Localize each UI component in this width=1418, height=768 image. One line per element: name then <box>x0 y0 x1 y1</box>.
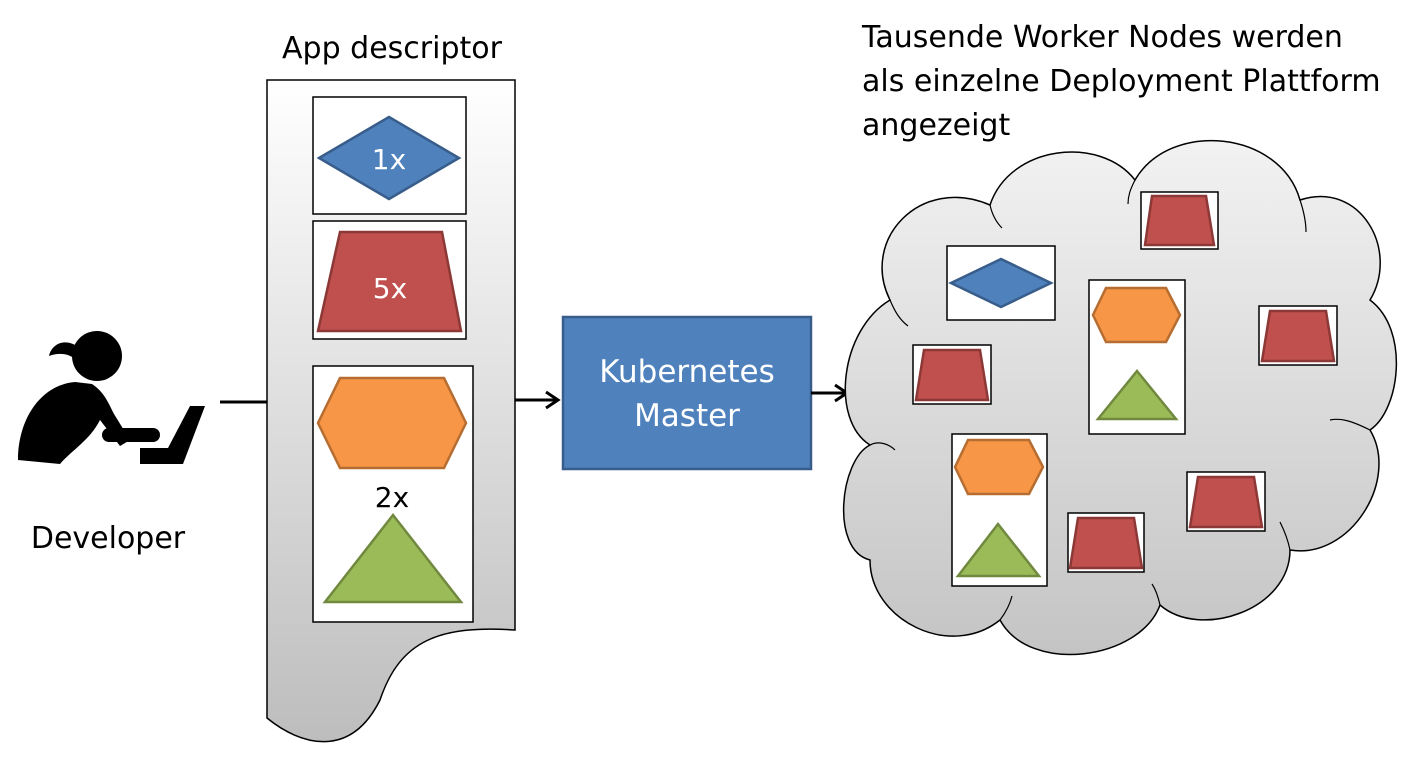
worker-node <box>951 433 1048 587</box>
worker-node <box>1258 305 1338 366</box>
cluster-caption-line2: als einzelne Deployment Plattform <box>862 64 1381 99</box>
master-label-line1: Kubernetes <box>599 354 774 390</box>
count-label: 2x <box>375 481 409 514</box>
descriptor-item-trapezoid: 5x <box>312 220 467 340</box>
worker-node <box>1088 279 1186 435</box>
worker-node <box>946 245 1056 321</box>
descriptor-item-hexagon-triangle: 2x <box>312 365 474 623</box>
count-label: 5x <box>373 272 407 305</box>
worker-node <box>1186 471 1266 532</box>
developer-label: Developer <box>31 521 186 556</box>
worker-node <box>1140 191 1219 250</box>
cluster-caption-line1: Tausende Worker Nodes werden <box>861 20 1343 55</box>
master-label-line2: Master <box>634 398 740 434</box>
descriptor-title: App descriptor <box>282 31 503 66</box>
count-label: 1x <box>372 143 406 176</box>
descriptor-item-diamond: 1x <box>312 96 467 215</box>
cluster-caption-line3: angezeigt <box>862 108 1010 143</box>
arrow-right-icon <box>515 390 561 410</box>
kubernetes-master-box: Kubernetes Master <box>561 315 813 471</box>
arrow-right-icon <box>811 383 850 403</box>
developer-laptop-icon <box>18 331 205 464</box>
worker-node <box>1067 512 1145 573</box>
worker-node <box>912 344 992 405</box>
